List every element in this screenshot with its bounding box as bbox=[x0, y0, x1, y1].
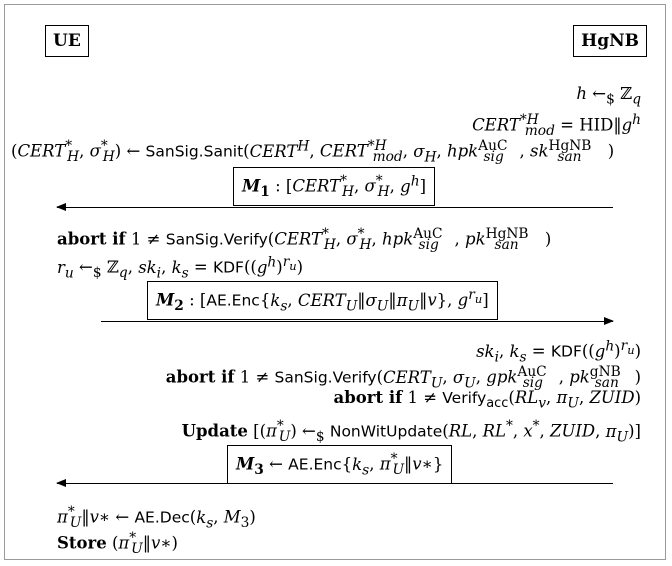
step-abort-verify-acc: abort if 1 ≠ Verifyacc(RLv, πU, ZUID) bbox=[333, 388, 641, 412]
arrow-head-left-icon bbox=[56, 479, 66, 487]
party-ue-box: UE bbox=[45, 25, 89, 57]
message-m1-box: M1 : [CERT*H, σ*H, gh] bbox=[233, 167, 436, 206]
party-hgnb-box: HgNB bbox=[573, 25, 647, 57]
step-sample-h: h ←$ ℤq bbox=[576, 84, 641, 108]
protocol-diagram: UE HgNB h ←$ ℤq CERT*Hmod = HID‖gh (CERT… bbox=[4, 4, 666, 560]
step-abort-verify-hgnb: abort if 1 ≠ SanSig.Verify(CERT*H, σ*H, … bbox=[57, 226, 552, 253]
arrow-head-left-icon bbox=[56, 203, 66, 211]
arrow-m2-ue-to-hgnb bbox=[101, 317, 614, 325]
step-store: Store (π*U‖v∗) bbox=[57, 530, 178, 557]
step-modified-certificate: CERT*Hmod = HID‖gh bbox=[472, 112, 641, 139]
step-sample-ru-kdf: ru ←$ ℤq, ski, ks = KDF((gh)ru) bbox=[57, 254, 304, 281]
message-m3-box: M3 ← AE.Enc{ks, π*U‖v∗} bbox=[227, 445, 453, 484]
step-abort-verify-ue-cert: abort if 1 ≠ SanSig.Verify(CERTU, σU, gp… bbox=[165, 364, 641, 391]
step-decrypt: π*U‖v∗ ← AE.Dec(ks, M3) bbox=[57, 504, 256, 531]
step-update-witness: Update [(π*U) ←$ NonWitUpdate(RL, RL*, x… bbox=[181, 418, 641, 445]
arrow-m3-hgnb-to-ue bbox=[56, 479, 613, 487]
message-m2-box: M2 : [AE.Enc{ks, CERTU‖σU‖πU‖v}, gru] bbox=[147, 281, 498, 320]
arrow-head-right-icon bbox=[604, 317, 614, 325]
step-sanitize: (CERT*H, σ*H) ← SanSig.Sanit(CERTH, CERT… bbox=[11, 138, 615, 165]
arrow-m1-hgnb-to-ue bbox=[56, 203, 613, 211]
step-derive-keys-hgnb: ski, ks = KDF((gh)ru) bbox=[476, 338, 641, 365]
